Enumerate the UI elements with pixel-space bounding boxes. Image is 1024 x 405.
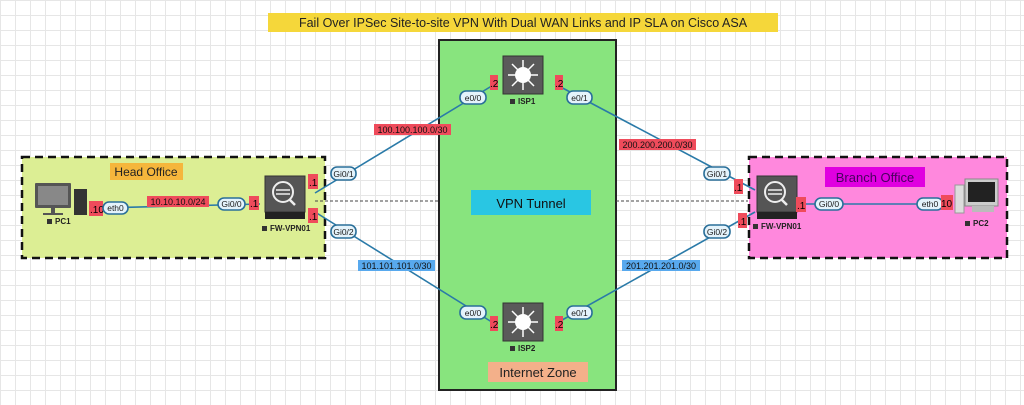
fw1-gi00: Gi0/0	[221, 199, 242, 209]
diagram-title: Fail Over IPSec Site-to-site VPN With Du…	[299, 16, 748, 30]
fw2-in-host-id: .1	[797, 201, 806, 212]
branch-office-label-bg	[825, 167, 925, 187]
pc2-host-id: 10	[941, 199, 953, 210]
isp1-device[interactable]: ISP1	[502, 55, 544, 106]
isp2-e01: e0/1	[571, 308, 588, 318]
isp1-label: ISP1	[518, 97, 536, 106]
fw1-gi01: Gi0/1	[333, 169, 354, 179]
pc2-device[interactable]: PC2	[954, 178, 999, 228]
pc-tower-icon	[74, 189, 87, 215]
fw2-gi01: Gi0/1	[707, 169, 728, 179]
branch-office-label: Branch Office	[836, 170, 915, 185]
internet-zone-label-bg	[488, 362, 588, 382]
pc2-eth0: eth0	[922, 199, 939, 209]
fw2-label: FW-VPN01	[761, 222, 802, 231]
pc1-eth0: eth0	[107, 203, 124, 213]
pc1-host-id: .10	[90, 205, 104, 216]
network-wan1b: 200.200.200.0/30	[622, 140, 692, 150]
network-wan2a: 101.101.101.0/30	[361, 261, 431, 271]
fw1-gi02: Gi0/2	[333, 227, 354, 237]
vpn-tunnel-box	[471, 190, 591, 215]
isp2-left-host-id: .2	[490, 320, 499, 331]
network-wan1a: 100.100.100.0/30	[377, 125, 447, 135]
isp2-device[interactable]: ISP2	[502, 302, 544, 353]
isp1-e00: e0/0	[465, 93, 482, 103]
vpn-tunnel-label: VPN Tunnel	[496, 196, 565, 211]
pc1-label: PC1	[55, 217, 71, 226]
fw2-gi02: Gi0/2	[707, 227, 728, 237]
isp2-right-host-id: .2	[555, 320, 564, 331]
internet-zone-label: Internet Zone	[499, 365, 576, 380]
isp1-left-host-id: .2	[490, 79, 499, 90]
fw2-out1-host-id: .1	[734, 183, 743, 194]
fw1-in-host-id: .1	[250, 199, 259, 210]
fw2-gi00: Gi0/0	[819, 199, 840, 209]
fw2-out2-host-id: .1	[738, 217, 747, 228]
fw1-label: FW-VPN01	[270, 224, 311, 233]
isp2-e00: e0/0	[465, 308, 482, 318]
title-bg	[268, 13, 778, 32]
network-lan1: 10.10.10.0/24	[150, 197, 205, 207]
isp1-e01: e0/1	[571, 93, 588, 103]
network-wan2b: 201.201.201.0/30	[626, 261, 696, 271]
fw2-device[interactable]: FW-VPN01	[753, 175, 802, 231]
fw1-device[interactable]: FW-VPN01	[262, 175, 311, 233]
pc2-label: PC2	[973, 219, 989, 228]
fw1-out1-host-id: .1	[309, 178, 318, 189]
isp1-right-host-id: .2	[555, 79, 564, 90]
pc1-device[interactable]: PC1	[35, 183, 87, 226]
fw1-out2-host-id: .1	[309, 212, 318, 223]
head-office-label: Head Office	[114, 165, 177, 179]
pc-tower-icon	[954, 184, 965, 214]
head-office-label-bg	[110, 163, 183, 180]
isp2-label: ISP2	[518, 344, 536, 353]
